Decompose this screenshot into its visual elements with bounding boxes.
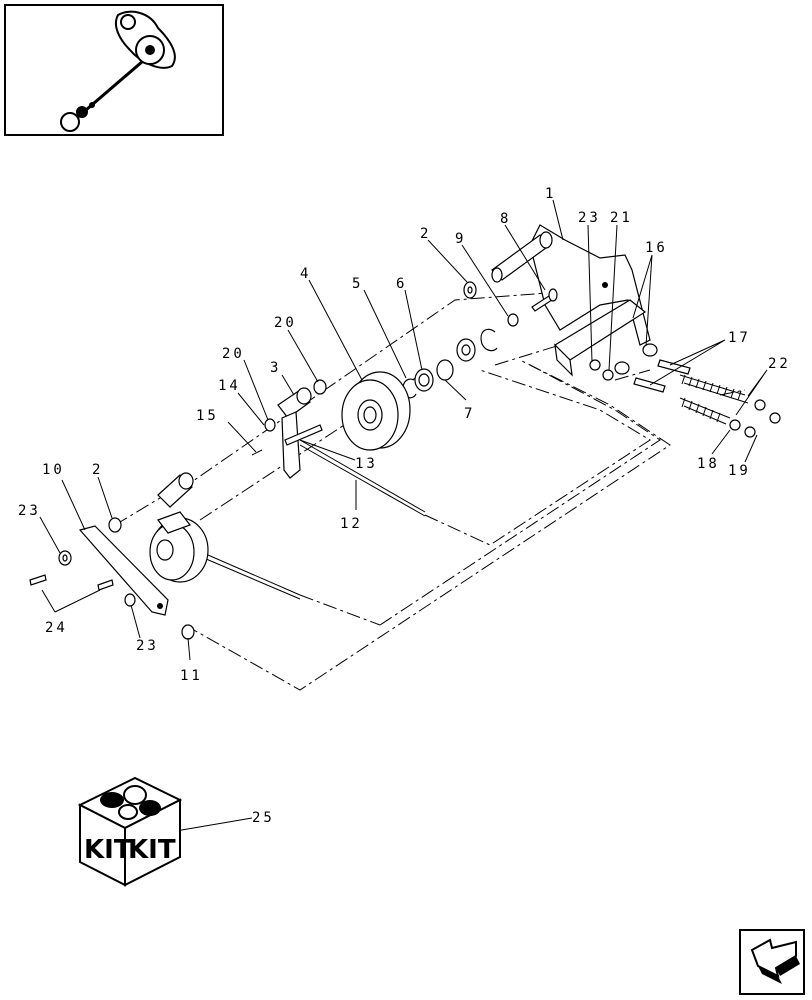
callout-17: 17: [728, 330, 751, 346]
shaft-part[interactable]: [491, 231, 553, 283]
kit-box-icon[interactable]: KIT KIT: [77, 776, 183, 887]
callout-14: 14: [218, 378, 241, 394]
callout-25: 25: [252, 810, 275, 826]
callout-4: 4: [300, 266, 311, 282]
callout-20: 20: [274, 315, 297, 331]
callout-9: 9: [455, 231, 466, 247]
callout-16: 16: [645, 240, 668, 256]
bolt-part[interactable]: [531, 288, 558, 312]
callout-19: 19: [728, 463, 751, 479]
callout-18: 18: [697, 456, 720, 472]
callout-6: 6: [396, 276, 407, 292]
rod-part[interactable]: [299, 439, 426, 513]
callout-5: 5: [352, 276, 363, 292]
callout-1: 1: [545, 186, 556, 202]
callout-labels: 1 23 21 16 17 22 18 19 8 9 2 6 5 4 7 20 …: [18, 186, 791, 826]
assembly-thumbnail-icon[interactable]: [4, 4, 224, 136]
spring-part[interactable]: [679, 374, 749, 425]
callout-12: 12: [340, 516, 363, 532]
arm-part[interactable]: [277, 387, 323, 479]
washer-part[interactable]: [108, 517, 122, 533]
callout-13: 13: [355, 456, 378, 472]
callout-21: 21: [610, 210, 633, 226]
kit-right-label: KIT: [128, 835, 176, 865]
bearing-part[interactable]: [414, 338, 476, 392]
bolt-part[interactable]: [29, 574, 47, 586]
idler-assembly-part[interactable]: [149, 472, 209, 583]
callout-15: 15: [196, 408, 219, 424]
callout-24: 24: [45, 620, 68, 636]
kit-left-label: KIT: [84, 835, 132, 865]
nut-part[interactable]: [754, 399, 766, 411]
lever-part[interactable]: [78, 525, 169, 616]
callout-22: 22: [768, 356, 791, 372]
callout-20: 20: [222, 346, 245, 362]
callout-3: 3: [270, 360, 281, 376]
leader-lines: [39, 199, 768, 833]
callout-23: 23: [578, 210, 601, 226]
callout-2: 2: [420, 226, 431, 242]
callout-23: 23: [136, 638, 159, 654]
callout-11: 11: [180, 668, 203, 684]
snap-ring-part[interactable]: [480, 328, 498, 352]
callout-10: 10: [42, 462, 65, 478]
spacer-part[interactable]: [313, 379, 327, 395]
callout-8: 8: [500, 211, 511, 227]
previous-page-arrow-icon[interactable]: [739, 929, 805, 995]
nut-part[interactable]: [507, 313, 519, 327]
callout-7: 7: [464, 406, 475, 422]
pulley-part[interactable]: [341, 371, 411, 451]
callout-2: 2: [92, 462, 103, 478]
callout-23: 23: [18, 503, 41, 519]
